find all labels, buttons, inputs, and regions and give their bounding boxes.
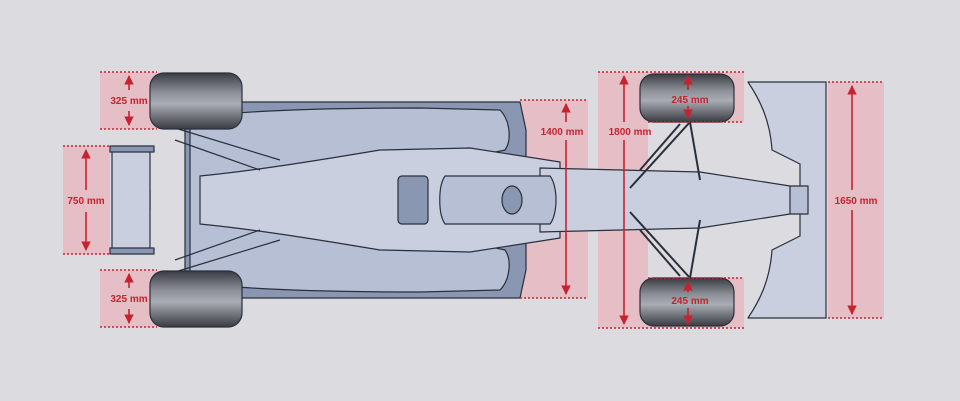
front-tyre-bottom	[639, 277, 735, 327]
airbox	[397, 175, 429, 225]
label-front-wing: 1650 mm	[835, 196, 878, 207]
dimension-labels: 325 mm 325 mm 750 mm 1400 mm 1800 mm 245…	[67, 95, 877, 307]
front-wing-pillar	[789, 185, 809, 215]
rear-wing-endplate-bottom	[109, 247, 155, 255]
rear-wing-endplate-top	[109, 145, 155, 153]
label-front-tyre-top: 245 mm	[671, 95, 708, 106]
car-body	[109, 81, 827, 319]
rear-tyre-bottom	[149, 270, 243, 328]
label-overall-width: 1800 mm	[609, 127, 652, 138]
front-suspension-bottom	[629, 211, 701, 279]
rear-tyre-top	[149, 72, 243, 130]
label-rear-wing: 750 mm	[67, 196, 104, 207]
zone-front-wing	[828, 82, 884, 318]
front-tyre-top	[639, 73, 735, 123]
tyres	[149, 72, 735, 328]
label-floor-width: 1400 mm	[541, 127, 584, 138]
cockpit	[439, 175, 557, 225]
front-suspension-top	[629, 121, 701, 189]
dimension-edges	[63, 71, 884, 329]
rear-wing	[111, 147, 151, 253]
label-rear-tyre-bottom: 325 mm	[110, 294, 147, 305]
front-wing	[747, 81, 827, 319]
label-front-tyre-bottom: 245 mm	[671, 296, 708, 307]
rear-suspension-top	[174, 127, 281, 171]
nose	[539, 167, 801, 233]
steering-wheel	[501, 185, 523, 215]
label-rear-tyre-top: 325 mm	[110, 96, 147, 107]
dimension-arrows	[81, 75, 857, 325]
rear-suspension-bottom	[174, 229, 281, 273]
engine-cover	[199, 147, 561, 253]
